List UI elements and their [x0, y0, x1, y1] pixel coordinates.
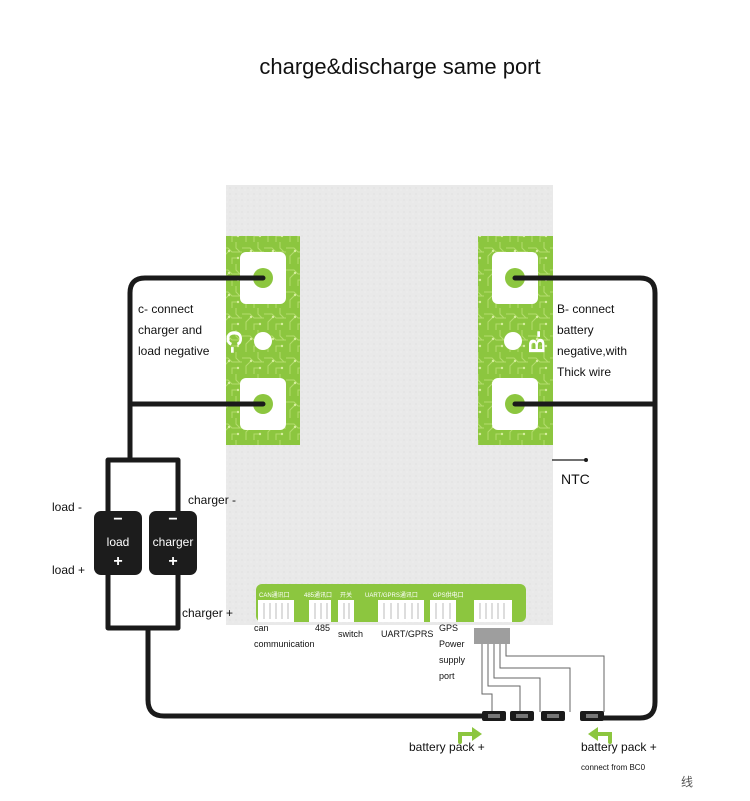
can-description: can communication: [254, 620, 315, 652]
load-minus-label: load -: [52, 500, 83, 514]
battery-pack-plus-label-left: battery pack +: [409, 740, 485, 754]
desc-line: load negative: [138, 344, 210, 358]
thick-wires: [105, 275, 658, 721]
ntc-label: NTC: [561, 471, 590, 487]
connect-from-label: connect from BC0: [581, 763, 646, 772]
gps-description: GPS Power supply port: [439, 620, 465, 684]
corner-mark: 线: [681, 775, 694, 789]
battery-pack-plus-label-right: battery pack +: [581, 740, 657, 754]
connector-strip: [256, 584, 526, 622]
desc-line: negative,with: [557, 344, 628, 358]
desc-line: GPS: [439, 623, 459, 633]
desc-line: B- connect: [557, 302, 615, 316]
minus-sign: −: [168, 511, 178, 528]
switch-description: switch: [338, 629, 364, 639]
desc-line: communication: [254, 639, 315, 649]
cell-taps: [482, 711, 604, 721]
gps-plug: [474, 628, 510, 644]
charger-plus-label: charger +: [182, 606, 234, 620]
desc-line: charger and: [138, 323, 203, 337]
sense-wires: [481, 644, 605, 712]
b-minus-terminal-block: [478, 236, 553, 445]
can-port-label: CAN通讯口: [259, 593, 290, 599]
desc-line: Power: [439, 639, 465, 649]
gps-port-label: GPS供电口: [433, 593, 464, 599]
arrow-icon: [458, 732, 476, 744]
charger-minus-label: charger -: [188, 493, 237, 507]
arrow-icon: [594, 732, 612, 744]
plus-sign: +: [113, 553, 123, 570]
desc-line: supply: [439, 655, 466, 665]
desc-line: port: [439, 671, 455, 681]
desc-line: c- connect: [138, 302, 194, 316]
plus-sign: +: [168, 553, 178, 570]
switch-port-label: 开关: [340, 593, 353, 599]
desc-line: battery: [557, 323, 594, 337]
load-battery: − load +: [94, 511, 142, 575]
desc-line: can: [254, 623, 269, 633]
desc-line: Thick wire: [557, 365, 612, 379]
green-arrows: [458, 732, 612, 744]
b-minus-label: B-: [524, 330, 550, 354]
load-plus-label: load +: [52, 563, 86, 577]
c-minus-label: C-: [221, 330, 247, 354]
rs485-description: 485: [315, 623, 331, 633]
battery-name: charger: [152, 535, 194, 549]
rs485-port-label: 485通讯口: [304, 593, 333, 599]
charger-battery: − charger +: [149, 511, 197, 575]
uart-description: UART/GPRS: [381, 629, 434, 639]
c-minus-description: c- connect charger and load negative: [138, 299, 209, 362]
diagram-title: charge&discharge same port: [259, 54, 541, 79]
uart-port-label: UART/GPRS通讯口: [365, 593, 418, 599]
b-minus-description: B- connect battery negative,with Thick w…: [557, 299, 627, 383]
battery-name: load: [106, 535, 130, 549]
minus-sign: −: [113, 511, 123, 528]
